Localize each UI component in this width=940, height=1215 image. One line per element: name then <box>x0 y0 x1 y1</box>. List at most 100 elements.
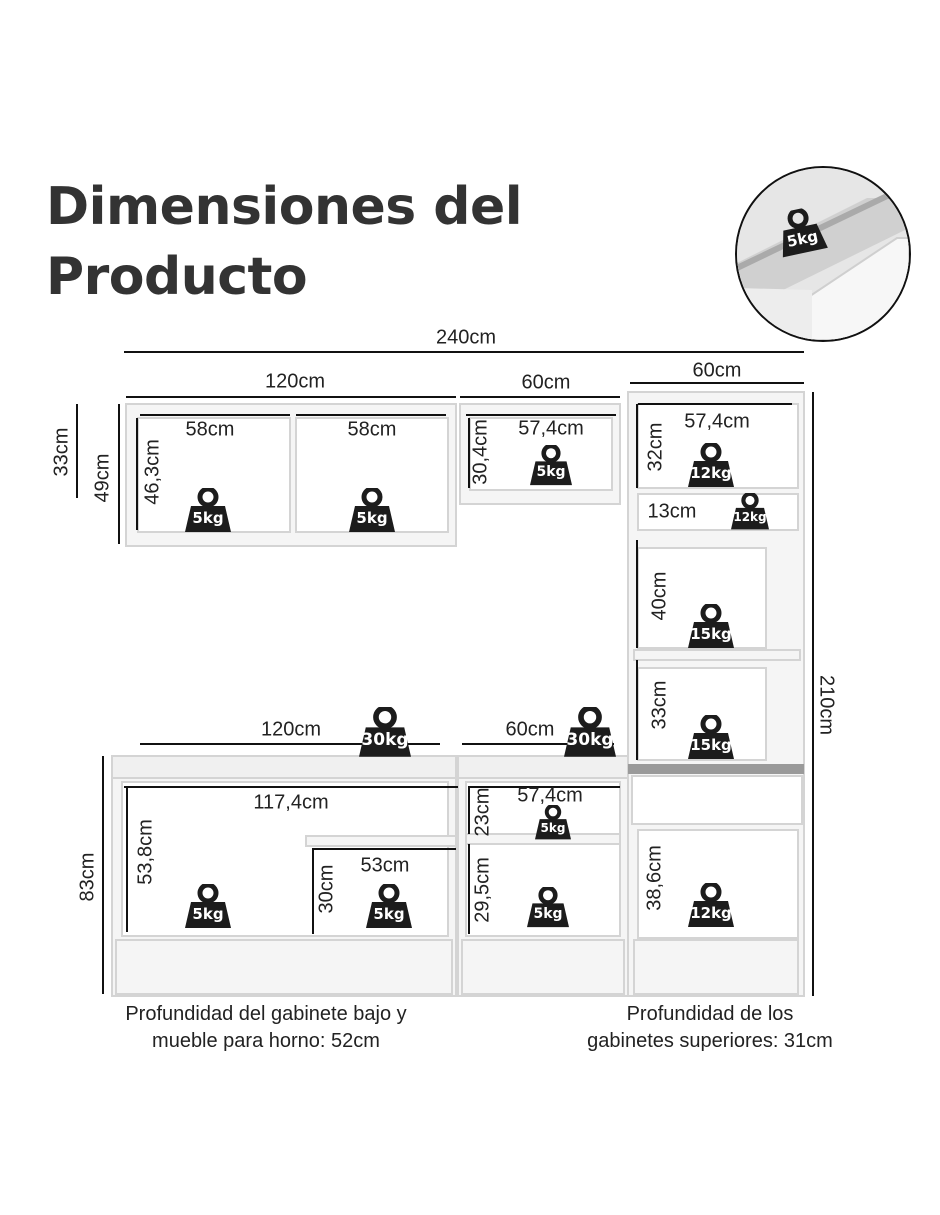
dim-line-base-shelf-width <box>312 848 456 850</box>
title-line-2: Producto <box>46 247 308 307</box>
weight-icon: 30kg <box>356 707 414 759</box>
dim-line-upper-total-height <box>118 404 120 544</box>
base-depth-caption-line-1: Profundidad del gabinete bajo y <box>125 1003 407 1025</box>
upper-depth-caption: Profundidad de los gabinetes superiores:… <box>560 1001 860 1055</box>
weight-label: 12kg <box>733 510 767 524</box>
label-upper-left-niche-1: 58cm <box>185 418 235 441</box>
weight-icon: 30kg <box>561 707 619 759</box>
label-base-mid-bottom-height: 29,5cm <box>471 857 494 923</box>
label-upper-mid-inner-height: 30,4cm <box>469 419 492 485</box>
label-upper-mid-inner: 57,4cm <box>518 417 584 440</box>
dim-line-base-height <box>102 756 104 994</box>
base-depth-caption-line-2: mueble para horno: 52cm <box>152 1030 380 1052</box>
dim-line-tower-inner <box>638 403 792 405</box>
weight-label: 5kg <box>373 905 405 923</box>
dim-line-upper-left-niche-1 <box>140 414 290 416</box>
tower-plinth <box>633 939 799 995</box>
label-upper-left-niche-2: 58cm <box>347 418 397 441</box>
dim-line-upper-mid-inner <box>466 414 616 416</box>
dim-line-upper-mid-inner-height <box>468 418 470 488</box>
dim-line-upper-outer-height <box>76 404 78 498</box>
dim-line-base-left-inner <box>124 786 458 788</box>
label-base-left-inner-height: 53,8cm <box>134 819 157 885</box>
label-base-shelf-width: 53cm <box>360 854 410 877</box>
base-mid-top <box>457 755 629 779</box>
dim-line-base-mid-top-height <box>468 786 470 834</box>
dim-line-base-mid-width <box>462 743 614 745</box>
label-total-width: 240cm <box>435 326 497 349</box>
drawer-illustration <box>737 168 909 340</box>
dim-line-upper-left-width <box>126 396 456 398</box>
label-tower-mid-height: 40cm <box>648 571 671 621</box>
weight-label: 30kg <box>566 730 614 750</box>
label-tower-small-height: 13cm <box>647 500 697 523</box>
weight-label: 15kg <box>690 736 732 754</box>
base-left-shelf <box>305 835 457 847</box>
label-base-mid-width: 60cm <box>505 718 555 741</box>
weight-icon: 5kg <box>364 884 414 930</box>
base-left-top <box>111 755 457 779</box>
label-base-mid-inner: 57,4cm <box>517 784 583 807</box>
weight-label: 30kg <box>361 730 409 750</box>
title-line-1: Dimensiones del <box>46 177 523 237</box>
weight-icon: 12kg <box>686 883 736 929</box>
dim-line-upper-left-niche-2 <box>296 414 446 416</box>
weight-icon: 5kg <box>525 887 571 929</box>
label-tower-top-height: 32cm <box>644 422 667 472</box>
label-tower-bottom-height: 38,6cm <box>643 845 666 911</box>
weight-icon: 5kg <box>183 488 233 534</box>
upper-depth-caption-line-2: gabinetes superiores: 31cm <box>587 1030 833 1052</box>
weight-label: 5kg <box>540 821 566 835</box>
weight-label: 15kg <box>690 625 732 643</box>
base-left-niche <box>121 781 449 937</box>
weight-icon: 15kg <box>686 604 736 650</box>
label-base-height: 83cm <box>76 852 99 902</box>
weight-label: 12kg <box>690 904 732 922</box>
label-base-left-width: 120cm <box>260 718 322 741</box>
weight-icon: 12kg <box>686 443 736 489</box>
upper-depth-caption-line-1: Profundidad de los <box>626 1003 794 1025</box>
label-base-shelf-height: 30cm <box>315 864 338 914</box>
weight-icon: 5kg <box>347 488 397 534</box>
weight-icon: 15kg <box>686 715 736 761</box>
weight-icon: 5kg <box>772 204 830 259</box>
dim-line-base-left-width <box>140 743 440 745</box>
dim-line-base-mid-bottom-height <box>468 844 470 934</box>
label-upper-left-inner-height: 46,3cm <box>141 439 164 505</box>
label-tower-inner: 57,4cm <box>684 410 750 433</box>
drawer-detail-inset: 5kg <box>735 166 911 342</box>
tower-shelf <box>633 649 801 661</box>
weight-icon: 12kg <box>728 493 772 531</box>
dim-line-upper-left-inner-height <box>136 418 138 530</box>
label-upper-mid-width: 60cm <box>521 371 571 394</box>
dim-line-tower-top-height <box>636 404 638 488</box>
tower-small-niche <box>637 493 799 531</box>
base-mid-plinth <box>461 939 625 995</box>
label-upper-left-width: 120cm <box>264 370 326 393</box>
dim-line-base-mid-inner <box>468 786 620 788</box>
label-upper-total-height: 49cm <box>91 453 114 503</box>
weight-label: 5kg <box>533 906 563 922</box>
label-upper-outer-height: 33cm <box>50 427 73 477</box>
dim-line-tower-width <box>630 382 804 384</box>
weight-label: 5kg <box>192 905 224 923</box>
base-depth-caption: Profundidad del gabinete bajo y mueble p… <box>96 1001 436 1055</box>
label-base-left-inner: 117,4cm <box>253 791 329 814</box>
weight-icon: 5kg <box>183 884 233 930</box>
dim-line-upper-mid-width <box>460 396 620 398</box>
weight-label: 5kg <box>192 509 224 527</box>
dim-line-tower-mid-height <box>636 540 638 648</box>
label-tower-lower-height: 33cm <box>648 680 671 730</box>
weight-icon: 5kg <box>528 445 574 487</box>
weight-icon: 5kg <box>533 805 573 841</box>
weight-label: 5kg <box>356 509 388 527</box>
dim-line-total-width <box>124 351 804 353</box>
counter-strip <box>628 764 804 774</box>
label-tower-total-height: 210cm <box>815 674 838 736</box>
label-tower-width: 60cm <box>692 359 742 382</box>
dim-line-base-shelf-height <box>312 848 314 934</box>
page-title: Dimensiones del Producto <box>46 172 523 312</box>
tower-drawer <box>631 775 803 825</box>
label-base-mid-top-height: 23cm <box>471 787 494 837</box>
